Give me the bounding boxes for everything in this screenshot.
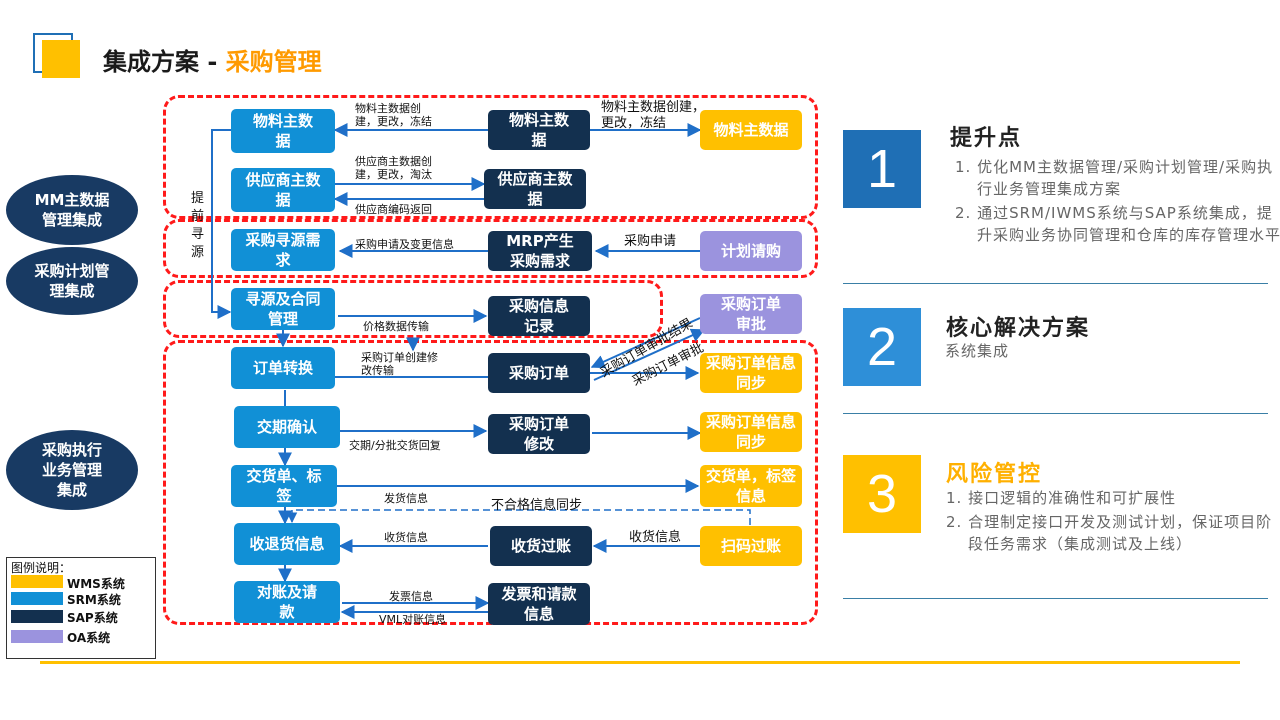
heading-improvements: 提升点 [950, 126, 1023, 151]
srm-reconcile-payment: 对账及请款 [234, 581, 340, 623]
sap-vendor-master: 供应商主数据 [484, 169, 586, 209]
legend-label-srm: SRM系统 [67, 593, 121, 607]
sap-material-master: 物料主数据 [488, 110, 590, 150]
sap-invoice-payment: 发票和请款信息 [488, 583, 590, 625]
wms-po-sync-2: 采购订单信息同步 [700, 412, 802, 452]
footer-rule [40, 661, 1240, 664]
arrow-approval-result [590, 317, 701, 369]
oa-po-approval: 采购订单审批 [700, 294, 802, 334]
label-receipt-info: 收货信息 [384, 531, 428, 544]
number-badge-1: 1 [843, 130, 921, 208]
number-badge-2: 2 [843, 308, 921, 386]
srm-receipt-return: 收退货信息 [234, 523, 340, 565]
label-ship-info: 发货信息 [384, 492, 428, 505]
arrow-early-sourcing [211, 129, 232, 319]
early-sourcing-label: 提前寻源 [191, 191, 205, 260]
label-nonconform-sync: 不合格信息同步 [491, 498, 583, 513]
label-vml-recon: VML对账信息 [379, 613, 447, 626]
oval-mm-master: MM主数据管理集成 [6, 175, 138, 245]
wms-po-sync-1: 采购订单信息同步 [700, 353, 802, 393]
page-title-accent: 采购管理 [225, 48, 322, 76]
logo-block [42, 40, 80, 78]
wms-delivery-label: 交货单，标签信息 [700, 465, 802, 507]
legend-title: 图例说明： [11, 561, 72, 575]
group-plan [163, 219, 818, 278]
risk-item-1: 1. 接口逻辑的准确性和可扩展性 [946, 489, 1177, 507]
oval-plan: 采购计划管理集成 [6, 247, 138, 315]
legend-swatch-sap [11, 610, 63, 623]
srm-contract-mgmt: 寻源及合同管理 [231, 288, 335, 330]
legend-swatch-oa [11, 630, 63, 643]
wms-material-master: 物料主数据 [700, 110, 802, 150]
label-po-create: 采购订单创建修改传输 [361, 351, 438, 377]
legend-label-sap: SAP系统 [67, 611, 118, 625]
srm-delivery-confirm: 交期确认 [234, 406, 340, 448]
srm-vendor-master: 供应商主数据 [231, 168, 335, 212]
legend-swatch-wms [11, 575, 63, 588]
improvement-item-1: 1. 优化MM主数据管理/采购计划管理/采购执行业务管理集成方案 [955, 158, 1274, 198]
label-material-sync: 物料主数据创建，更改，冻结 [355, 102, 432, 128]
label-delivery-reply: 交期/分批交货回复 [349, 439, 441, 452]
oa-plan-request: 计划请购 [700, 231, 802, 271]
sap-po-modify: 采购订单修改 [488, 414, 590, 454]
divider-1 [843, 283, 1268, 284]
risk-item-2: 2. 合理制定接口开发及测试计划，保证项目阶段任务需求（集成测试及上线） [946, 513, 1273, 553]
group-sourcing [163, 280, 663, 338]
srm-delivery-note: 交货单、标签 [231, 465, 337, 507]
label-vendor-return: 供应商编码返回 [355, 203, 432, 216]
heading-core-solution: 核心解决方案 [946, 316, 1091, 341]
label-material-sync-wms: 物料主数据创建，更改，冻结 [601, 100, 706, 131]
improvement-item-2: 2. 通过SRM/IWMS系统与SAP系统集成，提升采购业务协同管理和仓库的库存… [955, 204, 1280, 244]
sap-info-record: 采购信息记录 [488, 296, 590, 336]
sap-purchase-order: 采购订单 [488, 353, 590, 393]
group-mm-master [163, 95, 818, 219]
label-invoice-info: 发票信息 [389, 590, 433, 603]
heading-risk-control: 风险管控 [946, 462, 1043, 487]
srm-order-conversion: 订单转换 [231, 347, 335, 389]
number-badge-3: 3 [843, 455, 921, 533]
label-pr-change: 采购申请及变更信息 [355, 238, 454, 251]
oval-execution: 采购执行业务管理集成 [6, 430, 138, 510]
wms-scan-posting: 扫码过账 [700, 526, 802, 566]
label-price-transfer: 价格数据传输 [363, 320, 429, 333]
divider-2 [843, 413, 1268, 414]
legend-label-wms: WMS系统 [67, 577, 125, 591]
arrow-approval-request [593, 328, 706, 381]
divider-3 [843, 598, 1268, 599]
label-pr: 采购申请 [624, 234, 677, 249]
nonconform-dashed-line [286, 509, 751, 525]
legend: 图例说明： WMS系统 SRM系统 SAP系统 OA系统 [6, 557, 156, 659]
legend-swatch-srm [11, 592, 63, 605]
page-title: 集成方案 - 采购管理 [103, 48, 322, 76]
srm-material-master: 物料主数据 [231, 109, 335, 153]
label-receipt-info-wms: 收货信息 [629, 530, 682, 545]
legend-label-oa: OA系统 [67, 631, 111, 645]
core-solution-text: 系统集成 [945, 342, 1010, 360]
srm-sourcing-request: 采购寻源需求 [231, 229, 335, 271]
sap-gr-posting: 收货过账 [490, 526, 592, 566]
sap-mrp-demand: MRP产生采购需求 [488, 231, 592, 271]
label-vendor-sync: 供应商主数据创建，更改，淘汰 [355, 155, 432, 181]
